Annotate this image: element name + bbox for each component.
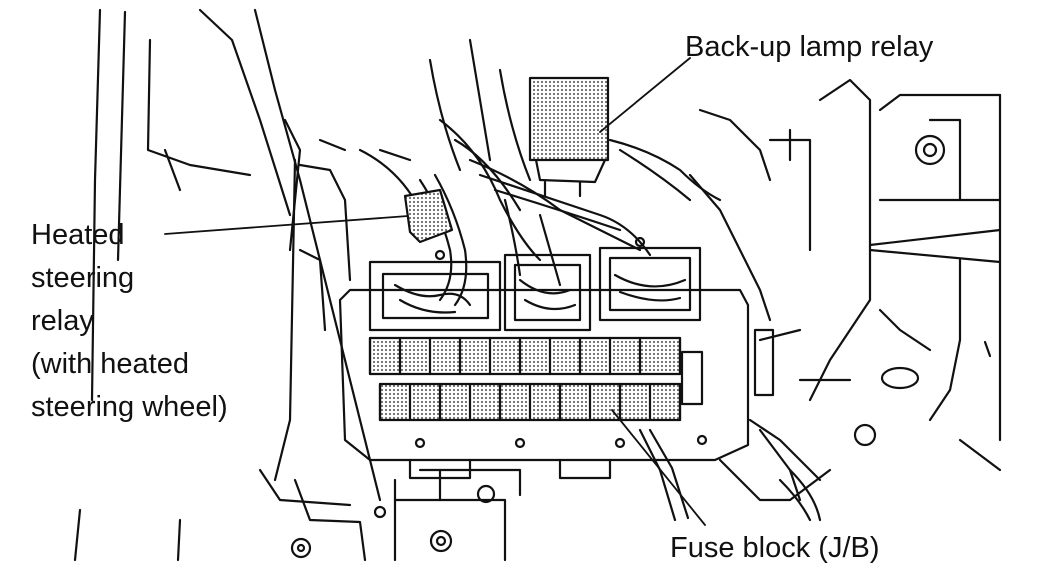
leader-heated-steering-relay (164, 215, 409, 235)
leader-fuse-block (611, 409, 706, 526)
leader-backup-lamp-relay (599, 57, 691, 133)
label-fuse-block: Fuse block (J/B) (670, 527, 880, 570)
connector-housings (368, 236, 702, 332)
label-backup-lamp-relay: Back-up lamp relay (685, 26, 933, 69)
label-heated-line-2: steering (31, 262, 135, 294)
leader-lines (164, 57, 706, 526)
fuse-block-shape (338, 288, 750, 522)
label-heated-line-4: (with heated (31, 348, 189, 380)
right-frame-lines (688, 78, 1002, 522)
left-frame-lines (73, 8, 382, 562)
heated-steering-relay-shape (403, 188, 454, 244)
label-fuse-block-text: Fuse block (J/B) (670, 532, 880, 564)
backup-lamp-relay-shape (528, 76, 610, 198)
label-heated-line-5: steering wheel) (31, 391, 228, 423)
label-heated-line-1: Heated (31, 219, 125, 251)
label-backup-lamp-relay-text: Back-up lamp relay (685, 31, 934, 63)
lower-bracket (258, 468, 522, 562)
label-heated-steering-relay: Heated steering relay (with heated steer… (31, 214, 228, 429)
label-heated-line-3: relay (31, 305, 94, 337)
